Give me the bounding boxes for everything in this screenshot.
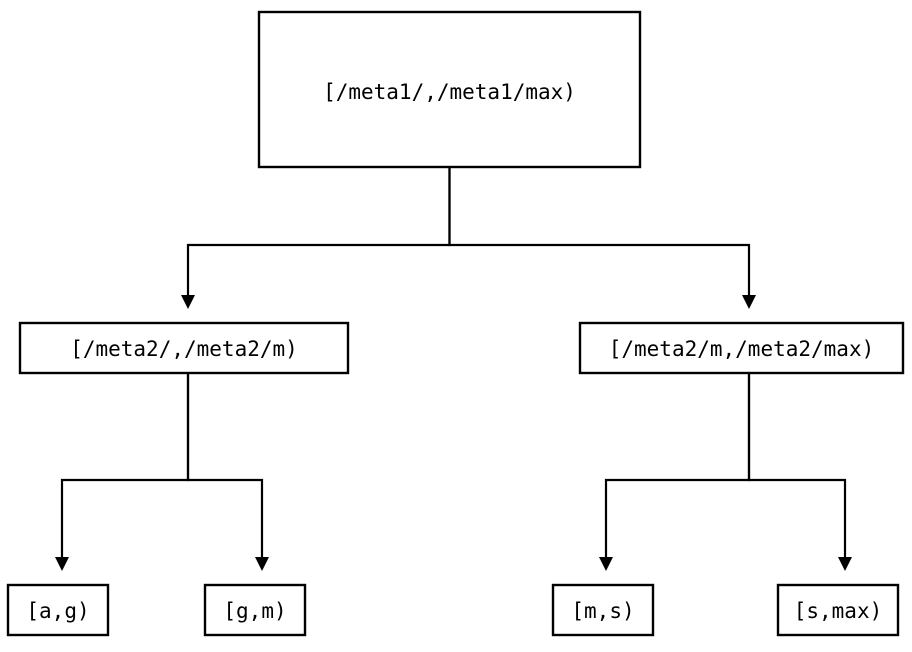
arrowhead-icon	[255, 557, 269, 571]
node-leaf-a-g[interactable]: [a,g)	[6, 583, 110, 637]
node-box[interactable]	[578, 321, 905, 375]
node-box[interactable]	[551, 583, 655, 637]
edge-group	[55, 167, 852, 571]
node-box[interactable]	[257, 10, 642, 169]
edge-mid-right-to-leaf-s-max	[747, 373, 852, 571]
node-group: [/meta1/,/meta1/max) [/meta2/,/meta2/m) …	[6, 10, 905, 637]
edge-mid-left-to-leaf-g-m	[186, 373, 269, 571]
node-box[interactable]	[18, 321, 350, 375]
edge-line	[60, 373, 190, 557]
node-leaf-g-m[interactable]: [g,m)	[203, 583, 307, 637]
arrowhead-icon	[181, 295, 195, 309]
node-label-leaf-a-g: [a,g)	[26, 599, 89, 623]
arrowhead-icon	[838, 557, 852, 571]
edge-line	[186, 167, 451, 295]
node-mid-right[interactable]: [/meta2/m,/meta2/max)	[578, 321, 905, 375]
node-leaf-s-max[interactable]: [s,max)	[776, 583, 900, 637]
node-box[interactable]	[203, 583, 307, 637]
node-label-root: [/meta1/,/meta1/max)	[323, 80, 576, 104]
node-leaf-m-s[interactable]: [m,s)	[551, 583, 655, 637]
edge-root-to-mid-left	[181, 167, 451, 309]
edge-line	[186, 373, 264, 557]
arrowhead-icon	[55, 557, 69, 571]
edge-line	[747, 373, 847, 557]
node-box[interactable]	[776, 583, 900, 637]
edge-root-to-mid-right	[448, 167, 756, 309]
node-label-leaf-g-m: [g,m)	[223, 599, 286, 623]
edge-line	[448, 167, 751, 295]
node-mid-left[interactable]: [/meta2/,/meta2/m)	[18, 321, 350, 375]
arrowhead-icon	[599, 557, 613, 571]
node-root[interactable]: [/meta1/,/meta1/max)	[257, 10, 642, 169]
arrowhead-icon	[742, 295, 756, 309]
edge-line	[604, 373, 751, 557]
edge-mid-right-to-leaf-m-s	[599, 373, 751, 571]
node-label-mid-right: [/meta2/m,/meta2/max)	[609, 337, 875, 361]
node-box[interactable]	[6, 583, 110, 637]
node-label-leaf-s-max: [s,max)	[794, 599, 883, 623]
node-label-leaf-m-s: [m,s)	[571, 599, 634, 623]
node-label-mid-left: [/meta2/,/meta2/m)	[70, 337, 298, 361]
edge-mid-left-to-leaf-a-g	[55, 373, 190, 571]
